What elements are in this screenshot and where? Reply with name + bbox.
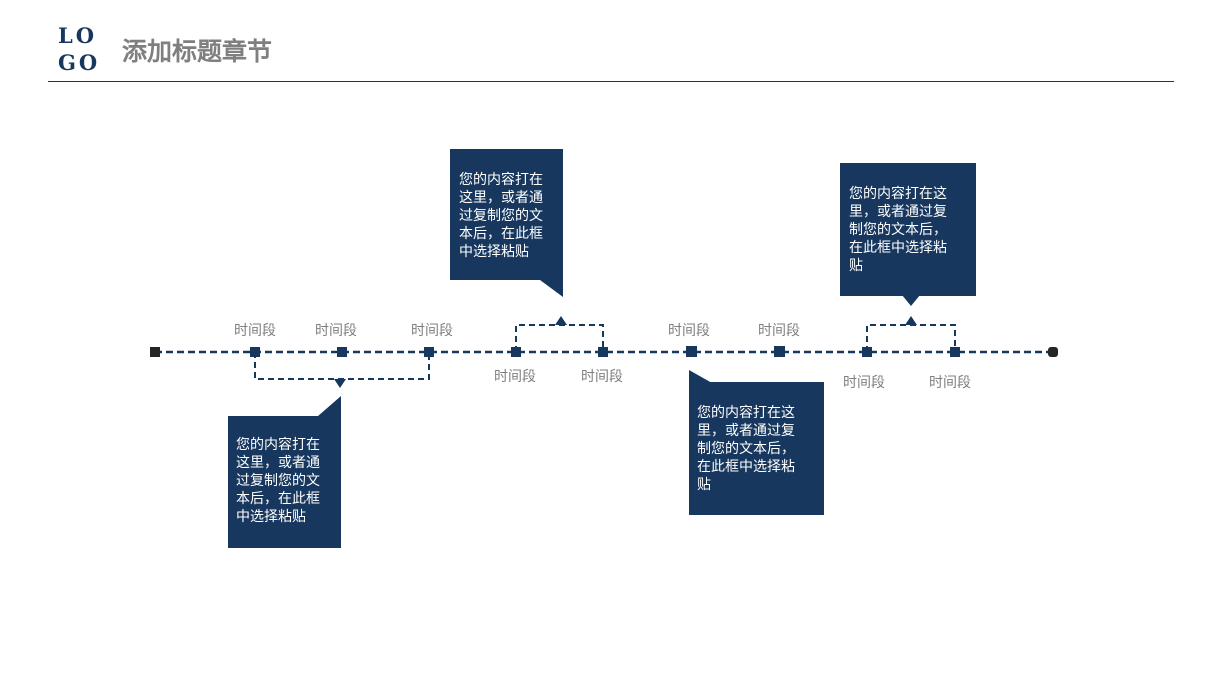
- time-label: 时间段: [758, 323, 800, 339]
- time-label: 时间段: [411, 323, 453, 339]
- callout-text: 您的内容打在 这里，或者通 过复制您的文 本后，在此框 中选择粘贴: [236, 437, 320, 525]
- timeline-node: [862, 347, 872, 357]
- time-label: 时间段: [581, 369, 623, 385]
- callout-tail-4: [902, 295, 920, 306]
- time-label: 时间段: [234, 323, 276, 339]
- bracket-pointer-1: [334, 379, 346, 388]
- timeline-node: [337, 347, 347, 357]
- timeline-start-marker: [150, 347, 160, 357]
- header-divider: [48, 81, 1174, 82]
- timeline-node: [424, 347, 434, 357]
- callout-box-1: 您的内容打在 这里，或者通 过复制您的文 本后，在此框 中选择粘贴: [228, 416, 341, 548]
- callout-text: 您的内容打在这 里，或者通过复 制您的文本后， 在此框中选择粘 贴: [849, 186, 947, 274]
- callout-text: 您的内容打在 这里，或者通 过复制您的文 本后，在此框 中选择粘贴: [459, 172, 543, 260]
- timeline-node: [250, 347, 260, 357]
- callout-tail-3: [689, 370, 712, 383]
- callout-tail-1: [318, 396, 341, 416]
- timeline-node: [598, 347, 608, 357]
- callout-box-2: 您的内容打在 这里，或者通 过复制您的文 本后，在此框 中选择粘贴: [450, 149, 563, 280]
- timeline-node: [950, 347, 960, 357]
- time-label: 时间段: [668, 323, 710, 339]
- timeline-node: [686, 346, 697, 357]
- callout-text: 您的内容打在这 里，或者通过复 制您的文本后， 在此框中选择粘 贴: [697, 405, 795, 493]
- bracket-pointer-3: [905, 316, 917, 325]
- bracket-pointer-2: [555, 316, 567, 325]
- page-title: 添加标题章节: [122, 37, 273, 66]
- time-label: 时间段: [494, 369, 536, 385]
- logo-line-2: GO: [58, 50, 101, 75]
- bracket-above-1: [515, 324, 604, 352]
- timeline-node: [511, 347, 521, 357]
- timeline-node: [774, 346, 785, 357]
- logo: LO GO: [58, 22, 102, 76]
- callout-box-3: 您的内容打在这 里，或者通过复 制您的文本后， 在此框中选择粘 贴: [689, 382, 824, 515]
- bracket-above-2: [866, 324, 956, 352]
- time-label: 时间段: [843, 375, 885, 391]
- time-label: 时间段: [929, 375, 971, 391]
- time-label: 时间段: [315, 323, 357, 339]
- logo-line-1: LO: [58, 23, 98, 48]
- callout-tail-2: [540, 280, 563, 297]
- timeline-end-marker: [1048, 347, 1058, 357]
- callout-box-4: 您的内容打在这 里，或者通过复 制您的文本后， 在此框中选择粘 贴: [840, 163, 976, 296]
